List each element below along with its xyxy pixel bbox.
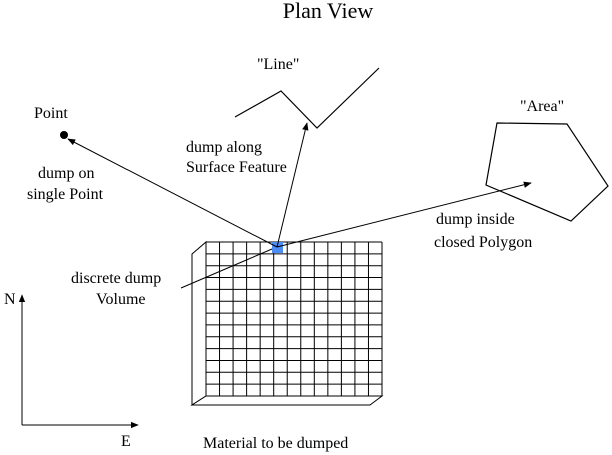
selected-dump-cell [272,242,283,253]
line-feature [234,67,380,129]
dump-area-text-2: closed Polygon [434,234,532,251]
dump-area-text-1: dump inside [436,211,515,228]
dump-point-text-2: single Point [27,186,104,203]
east-label: E [121,433,131,450]
area-polygon [485,122,609,222]
area-label: "Area" [520,98,564,115]
discrete-dump-leader [180,248,273,289]
dump-line-text-2: Surface Feature [186,159,287,176]
arrow-to-area [276,181,532,248]
line-label: "Line" [257,56,299,73]
arrow-to-line [276,122,309,248]
material-caption: Material to be dumped [203,435,348,452]
point-label: Point [34,105,68,122]
discrete-dump-text-2: Volume [96,291,145,308]
page-title: Plan View [283,0,374,23]
dump-point-text-1: dump on [38,165,94,182]
material-block-left-face [191,240,207,406]
dump-line-text-1: dump along [186,139,262,156]
north-label: N [4,291,16,308]
arrow-to-point [67,138,278,248]
material-block-bottom-face [190,395,384,406]
material-grid [205,241,383,397]
discrete-dump-text-1: discrete dump [71,270,161,287]
point-marker [60,131,68,139]
material-block [190,240,384,406]
